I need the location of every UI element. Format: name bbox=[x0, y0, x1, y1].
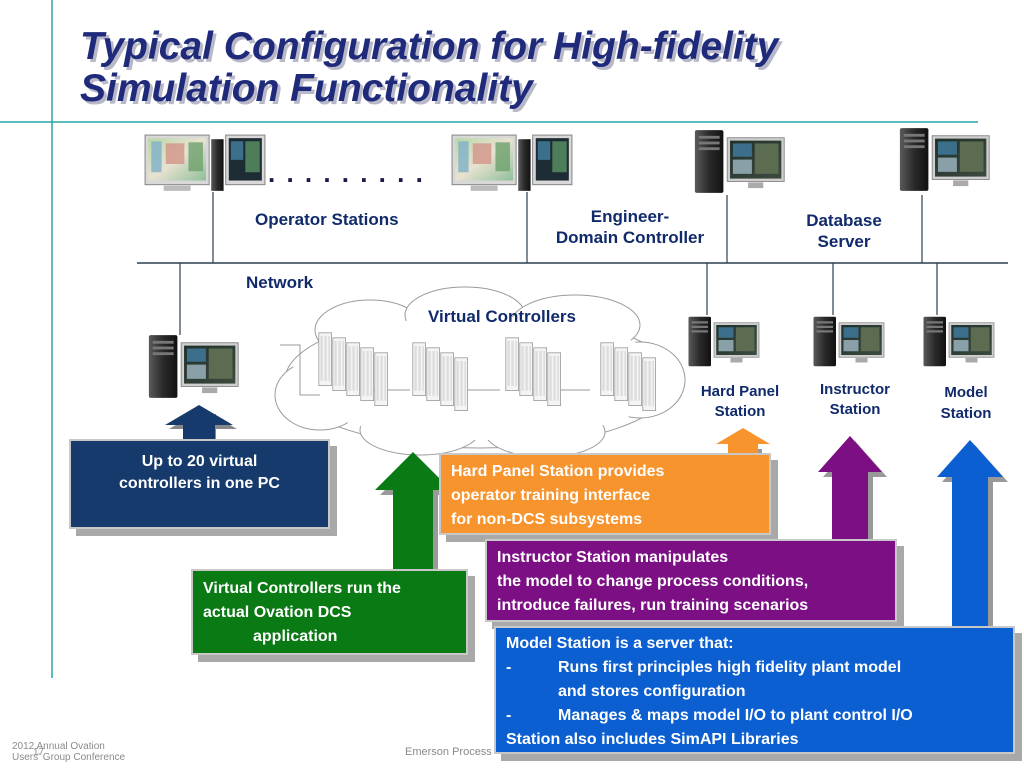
label-instructor-line-1: Instructor bbox=[819, 381, 890, 398]
page-title: Typical Configuration for High-fidelity … bbox=[80, 26, 980, 110]
arrow-instructor bbox=[818, 436, 887, 550]
label-operator-stations: Operator Stations bbox=[255, 210, 399, 229]
label-instructor-station: Instructor Station bbox=[805, 380, 905, 420]
callout-model: Model Station is a server that: - Runs f… bbox=[494, 626, 1015, 754]
callout-model-bullet-1: - Runs first principles high fidelity pl… bbox=[506, 656, 1013, 680]
callout-model-bullet-2: - Manages & maps model I/O to plant cont… bbox=[506, 704, 1013, 728]
callout-instructor-line-1: Instructor Station manipulates bbox=[497, 549, 729, 566]
engineer-station-icon bbox=[694, 129, 785, 194]
label-engineer-station: Engineer- Domain Controller bbox=[535, 206, 725, 248]
callout-virtual-run-line-3: application bbox=[253, 628, 338, 645]
callout-virtual-pc: Up to 20 virtual controllers in one PC bbox=[69, 439, 330, 529]
callout-instructor-line-2: the model to change process conditions, bbox=[497, 573, 809, 590]
callout-virtual-pc-line-1: Up to 20 virtual bbox=[141, 453, 258, 470]
model-station-icon bbox=[923, 316, 995, 367]
callout-model-bullet-1-text: Runs first principles high fidelity plan… bbox=[558, 659, 902, 676]
operator-station-2-icon bbox=[451, 134, 573, 192]
bullet-dash: - bbox=[506, 707, 512, 724]
database-server-icon bbox=[899, 127, 990, 192]
arrow-model bbox=[937, 440, 1008, 635]
footer-conf-line-1: 2012 Annual Ovation bbox=[12, 741, 105, 752]
label-model-line-2: Station bbox=[940, 405, 992, 422]
callout-hard-panel-line-2: operator training interface bbox=[451, 487, 651, 504]
callout-virtual-pc-line-2: controllers in one PC bbox=[119, 475, 280, 492]
callout-instructor-line-3: introduce failures, run training scenari… bbox=[497, 597, 809, 614]
callout-model-last-line: Station also includes SimAPI Libraries bbox=[506, 731, 799, 748]
label-network: Network bbox=[246, 273, 314, 292]
label-model-station: Model Station bbox=[926, 382, 1006, 424]
arrow-virtual-run bbox=[375, 452, 456, 580]
footer-conf-line-2: Users' Group Conference bbox=[12, 752, 126, 763]
virtual-pc-icon bbox=[148, 334, 239, 399]
callout-virtual-run: Virtual Controllers run the actual Ovati… bbox=[191, 569, 468, 655]
label-database-server: Database Server bbox=[790, 210, 898, 252]
label-hard-panel-station: Hard Panel Station bbox=[690, 382, 790, 422]
callout-virtual-run-line-1: Virtual Controllers run the bbox=[203, 580, 401, 597]
label-hard-panel-line-1: Hard Panel bbox=[700, 383, 780, 400]
operator-station-1-icon bbox=[144, 134, 266, 192]
ellipsis-dots: . . . . . . . . . bbox=[268, 158, 425, 188]
hard-panel-station-icon bbox=[688, 316, 760, 367]
callout-hard-panel-line-1: Hard Panel Station provides bbox=[451, 463, 665, 480]
title-line-2: Simulation Functionality bbox=[80, 67, 533, 110]
label-engineer-line-1: Engineer- bbox=[590, 207, 670, 226]
instructor-station-icon bbox=[813, 316, 885, 367]
footer-company: Emerson Process bbox=[405, 746, 492, 758]
label-database-line-1: Database bbox=[806, 211, 882, 230]
callout-model-line-1: Model Station is a server that: bbox=[506, 635, 734, 652]
label-hard-panel-line-2: Station bbox=[714, 403, 766, 420]
callout-instructor: Instructor Station manipulates the model… bbox=[485, 539, 897, 622]
label-database-line-2: Server bbox=[817, 232, 871, 251]
footer-conference: 2012 Annual Ovation Users' Group Confere… bbox=[12, 741, 125, 763]
cloud-fill bbox=[290, 316, 670, 440]
title-line-1: Typical Configuration for High-fidelity bbox=[80, 25, 779, 68]
callout-model-bullet-2-text: Manages & maps model I/O to plant contro… bbox=[558, 707, 913, 724]
label-model-line-1: Model bbox=[944, 384, 988, 401]
label-engineer-line-2: Domain Controller bbox=[555, 228, 705, 247]
arrow-virtual-pc bbox=[165, 405, 237, 444]
footer-page-number: 17 bbox=[33, 747, 45, 758]
callout-virtual-run-line-2: actual Ovation DCS bbox=[203, 604, 352, 621]
callout-model-bullet-1-cont: and stores configuration bbox=[558, 683, 746, 700]
label-virtual-controllers: Virtual Controllers bbox=[428, 307, 576, 326]
bullet-dash: - bbox=[506, 659, 512, 676]
callout-hard-panel: Hard Panel Station provides operator tra… bbox=[439, 453, 771, 535]
callout-hard-panel-line-3: for non-DCS subsystems bbox=[451, 511, 643, 528]
label-instructor-line-2: Station bbox=[829, 401, 881, 418]
